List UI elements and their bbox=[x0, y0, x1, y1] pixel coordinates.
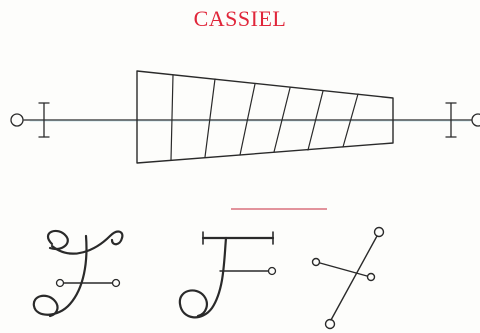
seal-right-circle bbox=[471, 113, 480, 127]
sigil-looped-f-icon bbox=[32, 229, 124, 318]
seal-of-cassiel-icon bbox=[10, 70, 480, 164]
seal-trapezoid bbox=[136, 70, 394, 164]
right-ibeam-icon bbox=[445, 102, 457, 138]
seal-dividers bbox=[170, 74, 359, 161]
left-ibeam-icon bbox=[38, 102, 50, 138]
seal-left-circle bbox=[10, 113, 24, 127]
sigil-barred-f-icon bbox=[178, 231, 277, 319]
sigil-crossed-line-icon bbox=[311, 226, 385, 330]
page-title: CASSIEL bbox=[193, 6, 287, 31]
